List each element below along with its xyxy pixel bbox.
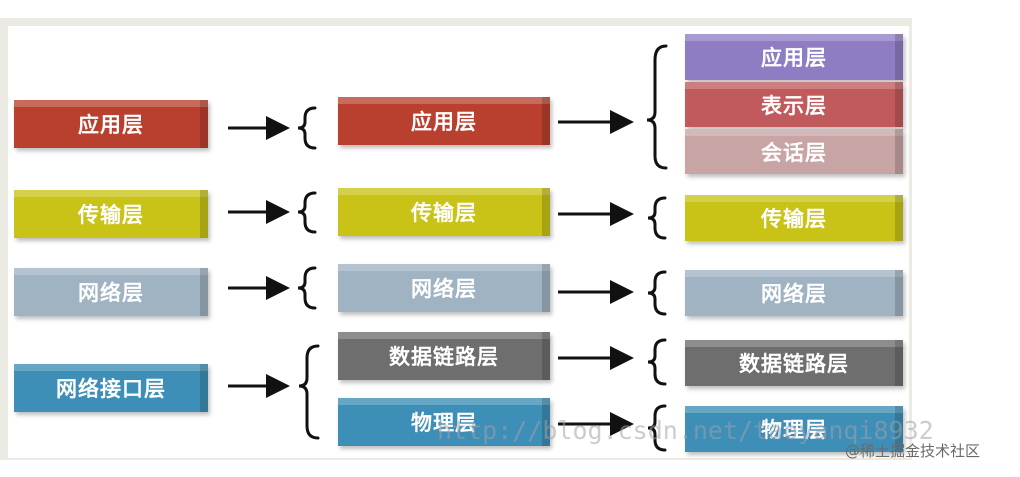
col2-transport-label: 传输层	[411, 201, 477, 225]
col3-session-label: 会话层	[761, 140, 827, 165]
credit-text: @稀土掘金技术社区	[845, 442, 981, 460]
col3-physical-label: 物理层	[761, 418, 827, 442]
col1-network-box: 网络层	[14, 268, 208, 316]
col3-transport-box: 传输层	[685, 195, 903, 241]
col2-application-label: 应用层	[411, 110, 477, 134]
col3-network-label: 网络层	[761, 282, 827, 306]
col2-network-label: 网络层	[411, 277, 477, 301]
col1-interface-label: 网络接口层	[56, 377, 166, 401]
col1-application-label: 应用层	[78, 113, 144, 137]
col2-datalink-label: 数据链路层	[389, 345, 499, 369]
col3-application-box: 应用层	[685, 34, 903, 80]
col3-physical-box: 物理层	[685, 406, 903, 452]
col3-transport-label: 传输层	[761, 207, 827, 231]
col3-application-label: 应用层	[761, 46, 827, 70]
col3-network-box: 网络层	[685, 270, 903, 316]
col1-transport-label: 传输层	[78, 203, 144, 227]
col3-presentation-box: 表示层	[685, 82, 903, 127]
col1-application-box: 应用层	[14, 100, 208, 148]
col2-physical-label: 物理层	[411, 411, 477, 435]
col3-datalink-box: 数据链路层	[685, 340, 903, 386]
col2-transport-box: 传输层	[338, 188, 550, 236]
col3-session-box: 会话层	[685, 129, 903, 174]
col2-datalink-box: 数据链路层	[338, 332, 550, 380]
col3-datalink-label: 数据链路层	[739, 352, 849, 376]
col1-network-label: 网络层	[78, 281, 144, 305]
col1-transport-box: 传输层	[14, 190, 208, 238]
col2-network-box: 网络层	[338, 264, 550, 312]
col1-interface-box: 网络接口层	[14, 364, 208, 412]
col3-presentation-label: 表示层	[761, 93, 827, 118]
col2-physical-box: 物理层	[338, 398, 550, 446]
col2-application-box: 应用层	[338, 97, 550, 145]
watermark-text: http://blog.csdn.net/taoyanqi8932	[437, 416, 934, 445]
